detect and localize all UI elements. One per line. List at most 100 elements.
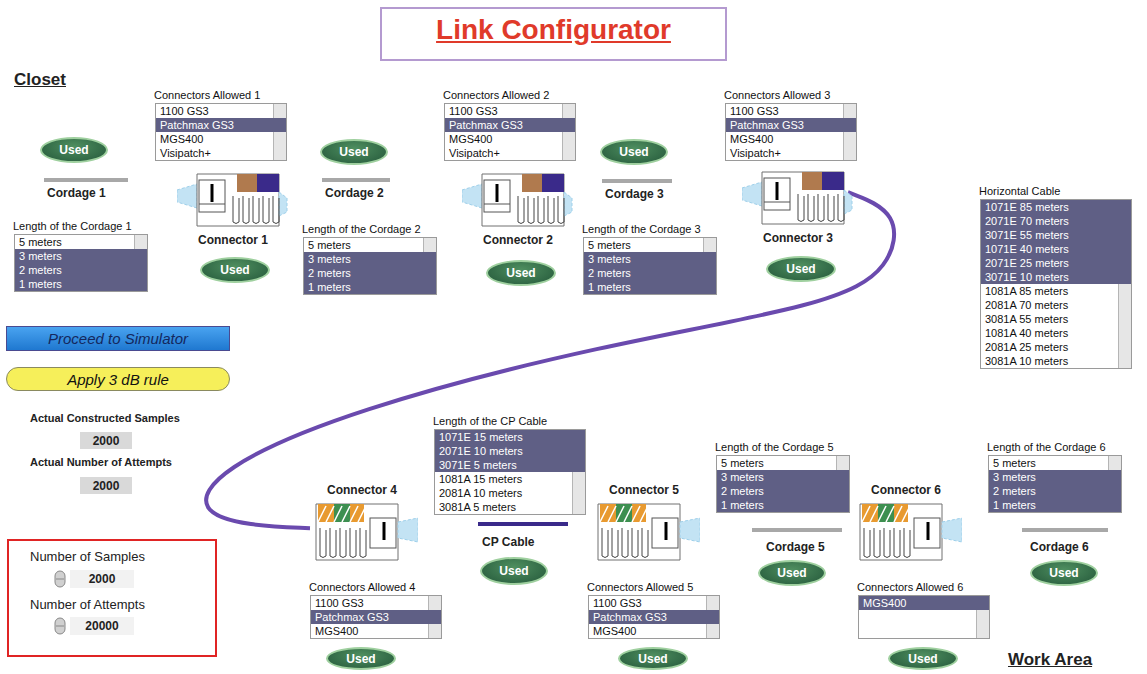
- list-item-text: 2081A 10 meters: [439, 487, 522, 499]
- list-item-text: 1081A 15 meters: [439, 473, 522, 485]
- cordage-bar: [1022, 528, 1108, 532]
- list-item-text: 5 meters: [993, 457, 1036, 469]
- list-item: 3081A 55 meters: [981, 312, 1131, 326]
- connector-jack: Connector 1: [177, 164, 289, 248]
- list-item: 1100 GS3: [589, 596, 719, 610]
- list-item: Visipatch+: [445, 146, 575, 160]
- list-item: 2081A 70 meters: [981, 298, 1131, 312]
- used-button-text: Used: [346, 652, 375, 666]
- list-item-text: MGS400: [730, 133, 773, 145]
- list-item-text: 3 meters: [721, 471, 764, 483]
- list-item: MGS400: [589, 624, 719, 638]
- list-item: 3071E 5 meters: [435, 458, 585, 472]
- list-item: 1071E 85 meters: [981, 200, 1131, 214]
- list-heading: Length of the CP Cable: [433, 415, 547, 427]
- settings-frame: [8, 540, 216, 656]
- list-box: Connectors Allowed 31100 GS3Patchmax GS3…: [725, 103, 857, 161]
- list-item: Patchmax GS3: [726, 118, 856, 132]
- list-item: MGS400: [156, 132, 286, 146]
- list-item-text: 2 meters: [993, 485, 1036, 497]
- title-frame: [381, 8, 726, 60]
- list-item: 3071E 10 meters: [981, 270, 1131, 284]
- used-button-text: Used: [908, 652, 937, 666]
- list-item-text: Patchmax GS3: [449, 119, 523, 131]
- connector-jack: Connector 5: [588, 482, 700, 566]
- list-item: 1100 GS3: [156, 104, 286, 118]
- list-item: 3 meters: [304, 252, 436, 266]
- cordage-label: Cordage 1: [47, 186, 106, 200]
- used-button-text: Used: [220, 263, 249, 277]
- list-item: 5 meters: [15, 235, 147, 249]
- list-item-text: 1100 GS3: [730, 105, 779, 117]
- used-button: Used: [320, 139, 388, 165]
- list-item: 3081A 10 meters: [981, 354, 1131, 368]
- list-item-text: 2071E 10 meters: [439, 445, 523, 457]
- list-heading: Length of the Cordage 6: [987, 441, 1106, 453]
- list-item-text: 3 meters: [993, 471, 1036, 483]
- connector-jack: Connector 6: [850, 482, 962, 566]
- simulator-button-text: Proceed to Simulator: [48, 330, 188, 347]
- used-button-text: Used: [339, 145, 368, 159]
- list-heading: Length of the Cordage 2: [302, 223, 421, 235]
- list-item-text: 2081A 70 meters: [985, 299, 1068, 311]
- list-item: 3 meters: [989, 470, 1121, 484]
- list-item-text: 1 meters: [588, 281, 631, 293]
- scrollbar: [273, 104, 286, 160]
- list-item: Visipatch+: [726, 146, 856, 160]
- list-item: 2081A 10 meters: [435, 486, 585, 500]
- field-label: Number of Attempts: [30, 597, 145, 612]
- list-item: MGS400: [445, 132, 575, 146]
- list-item: 2 meters: [717, 484, 849, 498]
- field-label: Actual Constructed Samples: [30, 412, 180, 424]
- list-item: 1081A 85 meters: [981, 284, 1131, 298]
- list-item: 1 meters: [989, 498, 1121, 512]
- cordage-bar: [322, 178, 390, 182]
- list-box: Length of the CP Cable1071E 15 meters207…: [434, 429, 586, 515]
- list-heading: Connectors Allowed 2: [443, 89, 549, 101]
- list-box: Connectors Allowed 11100 GS3Patchmax GS3…: [155, 103, 287, 161]
- used-button: Used: [618, 647, 688, 670]
- list-item: 5 meters: [717, 456, 849, 470]
- list-item: 3 meters: [15, 249, 147, 263]
- list-item-text: MGS400: [863, 597, 906, 609]
- connector-jack: Connector 4: [306, 482, 418, 566]
- jack-illustration: [306, 498, 418, 566]
- list-item-text: Patchmax GS3: [160, 119, 234, 131]
- input-field-text: 2000: [89, 572, 116, 586]
- list-item-text: 1081A 40 meters: [985, 327, 1068, 339]
- connector-label: Connector 5: [609, 482, 679, 498]
- list-box: Connectors Allowed 21100 GS3Patchmax GS3…: [444, 103, 576, 161]
- list-item: 5 meters: [584, 238, 716, 252]
- list-item-text: 5 meters: [721, 457, 764, 469]
- section-heading: Closet: [14, 70, 66, 90]
- list-item: 5 meters: [304, 238, 436, 252]
- list-item: 1100 GS3: [311, 596, 441, 610]
- list-item: 3071E 55 meters: [981, 228, 1131, 242]
- list-item-text: 2 meters: [19, 264, 62, 276]
- cordage-label: Cordage 2: [325, 186, 384, 200]
- list-item-text: Visipatch+: [160, 147, 211, 159]
- list-item-text: 3071E 55 meters: [985, 229, 1069, 241]
- list-item-text: 3 meters: [19, 250, 62, 262]
- list-box: Length of the Cordage 15 meters3 meters2…: [14, 234, 148, 292]
- list-item-text: MGS400: [449, 133, 492, 145]
- list-item-text: 1071E 40 meters: [985, 243, 1069, 255]
- list-item-text: 3 meters: [308, 253, 351, 265]
- used-button: Used: [326, 647, 396, 670]
- used-button: Used: [888, 647, 958, 670]
- jack-illustration: [850, 498, 962, 566]
- list-item-text: MGS400: [315, 625, 358, 637]
- list-heading: Length of the Cordage 1: [13, 220, 132, 232]
- list-item: Patchmax GS3: [589, 610, 719, 624]
- used-button-text: Used: [638, 652, 667, 666]
- list-item-text: 2071E 25 meters: [985, 257, 1069, 269]
- list-item-text: MGS400: [160, 133, 203, 145]
- list-item-text: 3 meters: [588, 253, 631, 265]
- list-item: 1081A 15 meters: [435, 472, 585, 486]
- list-box: Connectors Allowed 6MGS400: [858, 595, 990, 639]
- list-item: Patchmax GS3: [445, 118, 575, 132]
- list-item-text: 1100 GS3: [449, 105, 498, 117]
- used-button-text: Used: [786, 262, 815, 276]
- cable-label: CP Cable: [482, 535, 534, 549]
- list-item-text: 3071E 5 meters: [439, 459, 517, 471]
